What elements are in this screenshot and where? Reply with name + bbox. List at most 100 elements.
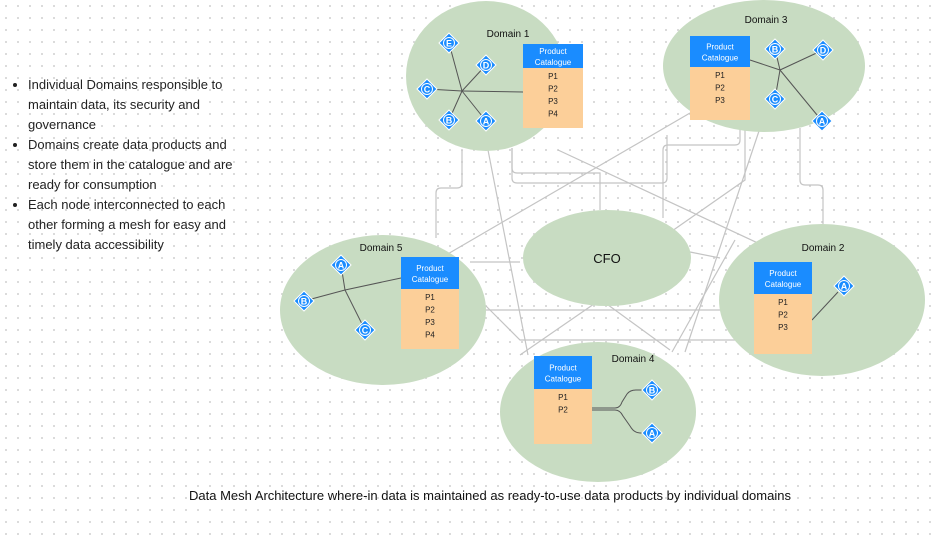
node-badge: C: [354, 319, 376, 341]
catalogue-header: [401, 257, 459, 289]
node-diamond-icon: [438, 109, 460, 131]
node-link: [811, 291, 839, 321]
node-letter: B: [301, 297, 308, 307]
node-diamond-icon: [764, 88, 786, 110]
node-letter: B: [649, 386, 656, 396]
node-letter: B: [446, 116, 453, 126]
node-diamond-icon: [641, 422, 663, 444]
node-badge: A: [833, 275, 855, 297]
node-badge: C: [416, 78, 438, 100]
catalogue-title-line1: Product: [549, 364, 577, 373]
cfo-ellipse: [523, 210, 691, 306]
node-ring-icon: [817, 44, 829, 56]
node-letter: C: [772, 95, 779, 105]
domain-title: Domain 4: [612, 354, 655, 365]
mesh-connector: [799, 128, 824, 224]
product-item: P1: [558, 393, 568, 402]
node-badge: A: [475, 110, 497, 132]
product-item: P2: [715, 84, 725, 93]
node-letter: D: [483, 61, 490, 71]
node-badge: D: [812, 39, 834, 61]
domain-ellipse: [500, 342, 696, 482]
mesh-connector: [511, 148, 601, 210]
product-item: P3: [425, 318, 435, 327]
node-link: [461, 90, 524, 93]
node-diamond-icon: [833, 275, 855, 297]
node-ring-icon: [480, 115, 492, 127]
node-ring-icon: [443, 114, 455, 126]
catalogue-header: [534, 356, 592, 389]
description-list: Individual Domains responsible to mainta…: [12, 75, 253, 255]
node-ring-icon: [646, 384, 658, 396]
bullet-item: Domains create data products and store t…: [28, 135, 253, 195]
node-badge: A: [641, 422, 663, 444]
product-item: P2: [548, 85, 558, 94]
node-diamond-icon: [475, 54, 497, 76]
catalogue-title-line2: Catalogue: [702, 54, 739, 63]
domain-title: Domain 1: [487, 29, 530, 40]
catalogue-title-line1: Product: [706, 43, 734, 52]
product-item: P2: [778, 311, 788, 320]
cfo-label: CFO: [593, 251, 620, 266]
node-diamond-icon: [330, 254, 352, 276]
node-diamond-icon: [811, 110, 833, 132]
node-diamond-icon: [438, 32, 460, 54]
node-diamond-icon: [293, 290, 315, 312]
catalogue-title-line1: Product: [769, 269, 797, 278]
node-letter: A: [841, 282, 848, 292]
product-item: P1: [548, 72, 558, 81]
node-ring-icon: [335, 259, 347, 271]
node-link: [749, 59, 781, 71]
node-letter: A: [483, 117, 490, 127]
domain-title: Domain 3: [745, 15, 788, 26]
catalogue-title-line2: Catalogue: [545, 375, 582, 384]
catalogue-header: [754, 262, 812, 294]
mesh-connector: [557, 149, 791, 259]
node-ring-icon: [480, 59, 492, 71]
node-letter: A: [819, 117, 826, 127]
mesh-connector: [689, 251, 721, 259]
mesh-connector: [485, 305, 735, 341]
node-letter: B: [772, 45, 779, 55]
product-item: P3: [715, 96, 725, 105]
catalogue-title-line1: Product: [416, 264, 444, 273]
catalogue-title-line2: Catalogue: [412, 275, 449, 284]
product-item: P1: [715, 71, 725, 80]
catalogue-title-line2: Catalogue: [765, 280, 802, 289]
catalogue-header: [523, 44, 583, 68]
product-item: P4: [548, 110, 558, 119]
mesh-connector: [662, 128, 741, 218]
product-item: P2: [425, 306, 435, 315]
node-ring-icon: [769, 43, 781, 55]
product-item: P1: [778, 298, 788, 307]
node-ring-icon: [816, 115, 828, 127]
mesh-connector: [487, 149, 529, 356]
node-letter: D: [820, 46, 827, 56]
product-item: P3: [778, 323, 788, 332]
node-diamond-icon: [354, 319, 376, 341]
mesh-connector: [684, 127, 761, 353]
catalogue-header: [690, 36, 750, 67]
node-link: [592, 409, 643, 434]
node-diamond-icon: [416, 78, 438, 100]
node-link: [344, 277, 402, 291]
node-ring-icon: [359, 324, 371, 336]
domain-title: Domain 2: [802, 243, 845, 254]
node-letter: A: [649, 429, 656, 439]
catalogue-title-line1: Product: [539, 47, 567, 56]
mesh-connector: [445, 112, 691, 256]
product-item: P2: [558, 406, 568, 415]
product-item: P4: [425, 331, 435, 340]
node-ring-icon: [443, 37, 455, 49]
catalogue-title-line2: Catalogue: [535, 58, 572, 67]
node-diamond-icon: [641, 379, 663, 401]
node-letter: C: [424, 85, 431, 95]
node-badge: B: [764, 38, 786, 60]
node-ring-icon: [838, 280, 850, 292]
node-link: [779, 69, 823, 122]
node-badge: B: [641, 379, 663, 401]
